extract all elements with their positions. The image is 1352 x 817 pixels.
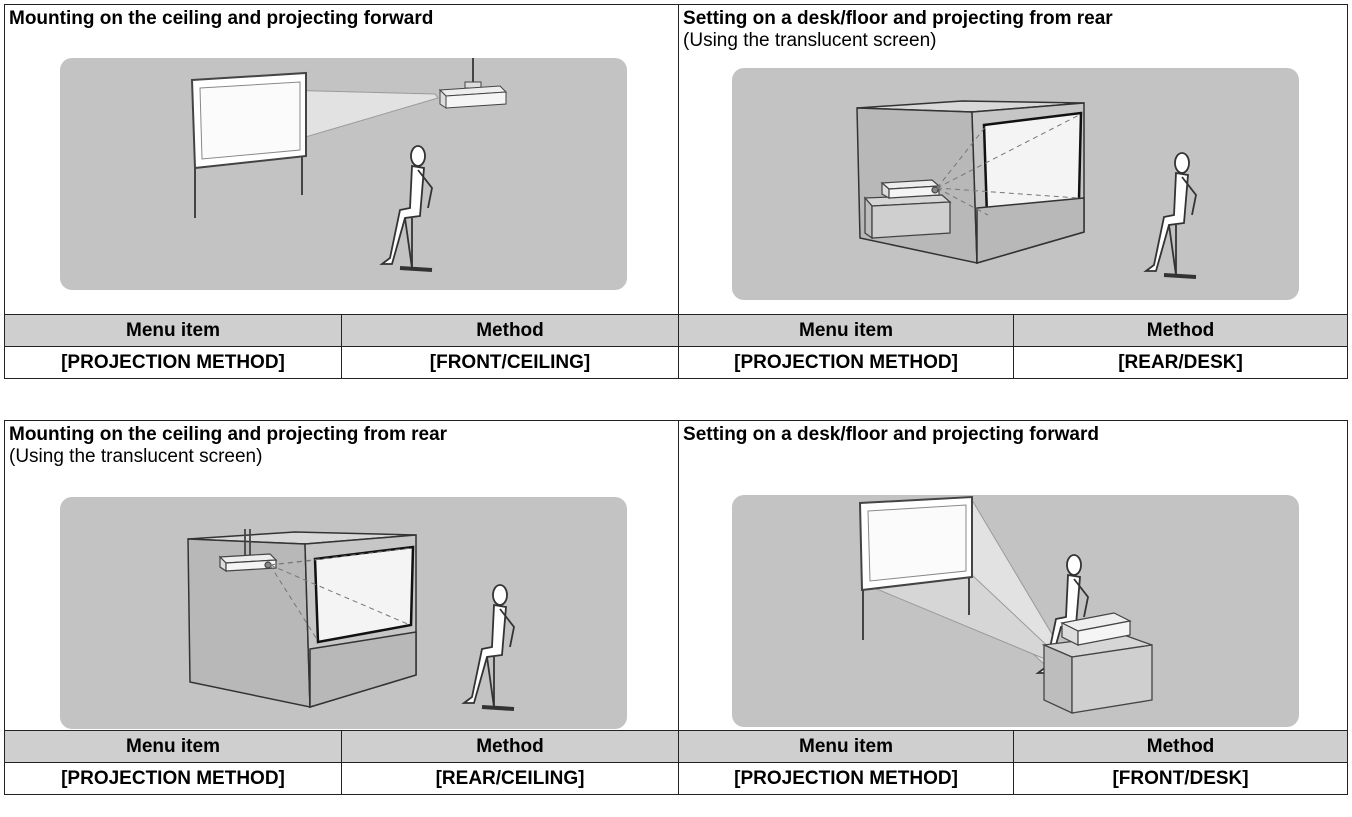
method-header: Method: [340, 314, 680, 347]
illustration-rear-ceiling: [60, 497, 627, 729]
front-desk-drawing: [858, 495, 1153, 715]
screen: [190, 71, 307, 218]
seated-person: [1035, 554, 1089, 674]
panel-rear-ceiling: Mounting on the ceiling and projecting f…: [3, 420, 680, 731]
desk: [863, 194, 952, 240]
projection-table-1: Mounting on the ceiling and projecting f…: [3, 4, 1349, 379]
panel-title: Mounting on the ceiling and projecting f…: [9, 8, 434, 29]
illustration-front-ceiling: [60, 58, 627, 290]
screen: [858, 495, 974, 640]
panel-rear-desk: Setting on a desk/floor and projecting f…: [678, 4, 1349, 315]
panel-title: Setting on a desk/floor and projecting f…: [683, 8, 1113, 29]
menu-item-header: Menu item: [4, 730, 342, 763]
menu-item-header: Menu item: [4, 314, 342, 347]
ceiling-projector: [438, 58, 508, 109]
projection-table-2: Mounting on the ceiling and projecting f…: [3, 420, 1349, 795]
method-header: Method: [1013, 314, 1349, 347]
panel-subtitle: (Using the translucent screen): [9, 446, 263, 467]
seated-person: [1143, 152, 1197, 279]
menu-item-value: [PROJECTION METHOD]: [4, 346, 342, 379]
rear-screen-box: [187, 531, 417, 709]
panel-front-ceiling: Mounting on the ceiling and projecting f…: [3, 4, 680, 315]
desk-projector: [1060, 612, 1132, 646]
seated-person: [379, 145, 433, 272]
menu-item-value: [PROJECTION METHOD]: [4, 762, 342, 795]
method-value: [FRONT/CEILING]: [340, 346, 680, 379]
method-value: [FRONT/DESK]: [1013, 762, 1349, 795]
illustration-rear-desk: [732, 68, 1300, 300]
rear-ceiling-drawing: [187, 529, 515, 711]
panel-title: Setting on a desk/floor and projecting f…: [683, 424, 1099, 445]
menu-item-header: Menu item: [678, 314, 1015, 347]
method-value: [REAR/CEILING]: [340, 762, 680, 795]
method-header: Method: [340, 730, 680, 763]
panel-front-desk: Setting on a desk/floor and projecting f…: [678, 420, 1349, 731]
seated-person: [461, 584, 515, 711]
menu-item-header: Menu item: [678, 730, 1015, 763]
rear-beam: [269, 547, 413, 642]
rear-beam: [936, 113, 1082, 216]
illustration-front-desk: [732, 495, 1300, 727]
rear-desk-drawing: [856, 100, 1197, 279]
method-header: Method: [1013, 730, 1349, 763]
method-value: [REAR/DESK]: [1013, 346, 1349, 379]
panel-title: Mounting on the ceiling and projecting f…: [9, 424, 448, 445]
desk-projector: [880, 179, 941, 200]
desk: [1041, 634, 1153, 715]
menu-item-value: [PROJECTION METHOD]: [678, 762, 1015, 795]
panel-subtitle: (Using the translucent screen): [683, 30, 937, 51]
menu-item-value: [PROJECTION METHOD]: [678, 346, 1015, 379]
front-ceiling-drawing: [190, 58, 508, 272]
ceiling-projector: [218, 529, 278, 573]
